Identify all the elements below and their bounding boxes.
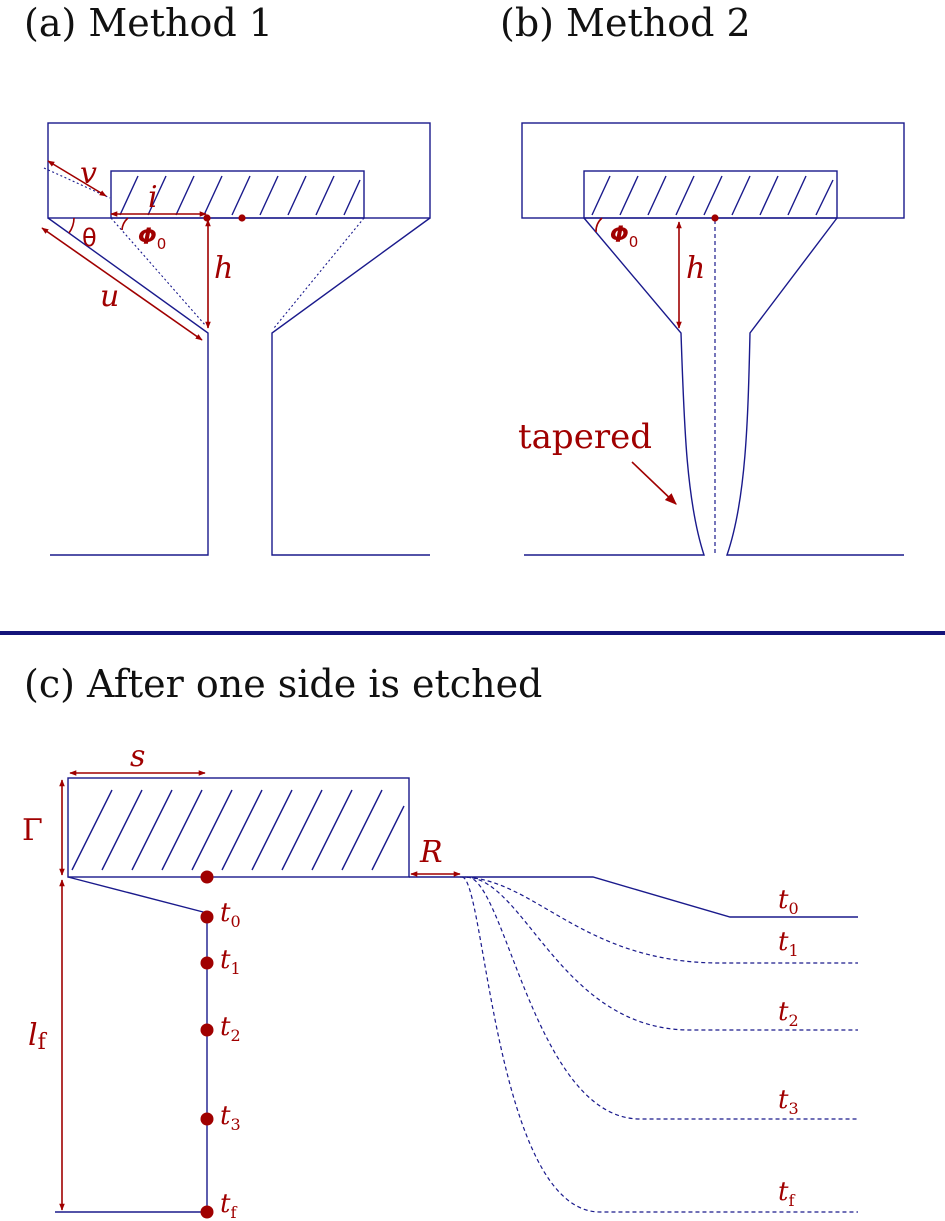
label-t0-left: t0 <box>220 898 241 931</box>
label-t2-right: t2 <box>778 997 799 1030</box>
label-t3-left: t3 <box>220 1101 241 1134</box>
panel-c-dot-t1 <box>200 956 214 970</box>
label-tapered: tapered <box>518 417 652 457</box>
label-t1-right: t1 <box>778 927 799 960</box>
panel-c-mask <box>67 777 410 878</box>
panel-c-left-slope <box>67 876 208 914</box>
label-theta: θ <box>82 224 97 252</box>
panel-a-arrow-v <box>47 160 107 197</box>
panel-a: (a) Method 1 <box>24 1 431 556</box>
label-phi0-a-sub: 0 <box>157 235 167 253</box>
label-tf-left: tf <box>220 1189 237 1221</box>
label-i: i <box>148 180 158 215</box>
panel-a-dotted-normal <box>43 167 111 199</box>
panel-b-mask <box>583 170 838 219</box>
panel-a-mask-hatching <box>119 175 361 216</box>
panel-a-dot-offset <box>238 214 246 222</box>
panel-b-mask-hatching <box>591 175 834 216</box>
label-t1-left: t1 <box>220 945 241 978</box>
panel-a-title: (a) Method 1 <box>24 1 273 45</box>
label-h-a: h <box>214 251 233 286</box>
panel-c-dot-t3 <box>200 1112 214 1126</box>
label-u: u <box>100 279 119 314</box>
label-R: R <box>419 835 443 870</box>
label-lf-sub: f <box>38 1030 48 1055</box>
label-lf: lf <box>28 1018 48 1055</box>
panel-a-theta-arc <box>68 217 75 234</box>
panel-a-left-profile <box>47 217 209 556</box>
label-h-b: h <box>686 251 705 286</box>
panel-c-dot-t0 <box>200 910 214 924</box>
label-s: s <box>130 739 145 774</box>
label-t0-right: t0 <box>778 885 799 918</box>
panel-c-profile-t1 <box>459 876 858 964</box>
panel-c: (c) After one side is etched <box>22 662 858 1221</box>
panel-b: (b) Method 2 Φ0 h tape <box>500 1 905 556</box>
panel-a-dot-center <box>203 214 211 222</box>
panel-c-mask-hatching <box>71 789 405 871</box>
panel-c-dot-t2 <box>200 1023 214 1037</box>
panel-a-dotted-right <box>273 217 365 329</box>
label-v: v <box>80 156 97 191</box>
panel-c-profile-t0 <box>409 876 858 918</box>
label-phi0-b-base: Φ <box>610 223 629 248</box>
panel-b-dot-center <box>711 214 719 222</box>
panel-c-dot-tf <box>200 1205 214 1219</box>
label-lf-base: l <box>28 1018 38 1053</box>
label-t2-left: t2 <box>220 1012 241 1045</box>
panel-b-phi-arc <box>595 217 603 233</box>
label-tf-right: tf <box>778 1177 795 1210</box>
panel-c-title: (c) After one side is etched <box>24 662 542 706</box>
panel-a-phi-arc <box>121 217 129 231</box>
label-t3-right: t3 <box>778 1085 799 1118</box>
panel-c-profile-tf <box>461 876 858 1213</box>
panel-c-profile-t3 <box>466 876 858 1120</box>
label-phi0-b-sub: 0 <box>629 233 639 251</box>
label-gamma: Γ <box>22 813 43 848</box>
panel-b-title: (b) Method 2 <box>500 1 751 45</box>
label-phi0-a: Φ0 <box>138 225 166 253</box>
panel-a-right-profile <box>271 217 431 556</box>
panel-a-arrow-u <box>41 227 203 341</box>
panel-c-profile-t2 <box>464 876 858 1031</box>
panel-c-dot-top <box>200 870 214 884</box>
panel-a-mask <box>110 170 365 219</box>
panel-b-left-profile <box>524 217 705 556</box>
panel-b-right-profile <box>726 217 904 556</box>
label-phi0-b: Φ0 <box>610 223 638 251</box>
panel-b-arrow-tapered <box>631 461 677 505</box>
label-phi0-a-base: Φ <box>138 225 157 250</box>
